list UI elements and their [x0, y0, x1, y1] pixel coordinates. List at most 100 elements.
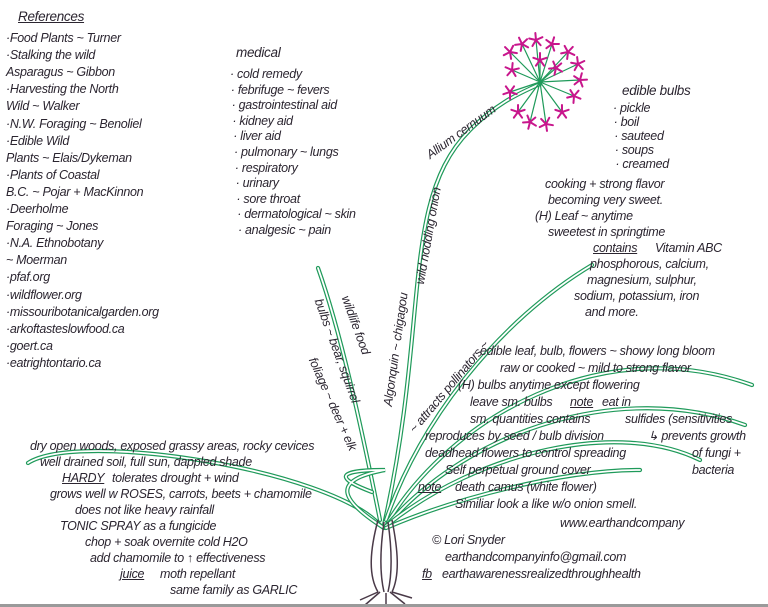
list-item: · pickle [613, 101, 651, 115]
list-item: ~ Moerman [6, 253, 67, 268]
warning-label: note [418, 480, 442, 494]
list-item: · liver aid [233, 129, 281, 144]
note-line: grows well w ROSES, carrots, beets + cha… [50, 487, 312, 501]
note-line: reproduces by seed / bulb division [425, 429, 604, 443]
floret [560, 44, 576, 60]
leaf-blade [317, 267, 381, 521]
note-line: (H) Leaf ~ anytime [535, 209, 633, 223]
pedicel [539, 67, 557, 83]
list-item: · respiratory [234, 160, 298, 175]
floret [554, 104, 570, 119]
floret [528, 32, 544, 48]
pedicel [539, 43, 553, 83]
list-item: · sauteed [614, 129, 664, 143]
note-line: leave sm. bulbs [470, 395, 553, 409]
floret [532, 52, 548, 67]
pedicel [539, 81, 563, 113]
pedicel [539, 81, 575, 97]
note-line: edible leaf, bulb, flowers ~ showy long … [480, 344, 715, 358]
list-item: · sore throat [236, 191, 300, 206]
list-item: Plants ~ Elais/Dykeman [6, 150, 132, 165]
edible-bulbs-title: edible bulbs [622, 83, 691, 98]
pedicel [521, 43, 541, 83]
leaf-blade [387, 367, 753, 523]
note-line: (H) bulbs anytime except flowering [458, 378, 640, 392]
list-item: · dermatological ~ skin [237, 207, 356, 222]
list-item: B.C. ~ Pojar + MacKinnon [6, 184, 144, 199]
floret [566, 89, 582, 104]
website-text: www.earthandcompany [560, 516, 685, 530]
note-line: dry open woods, exposed grassy areas, ro… [30, 439, 315, 453]
leaf-blade [385, 469, 641, 529]
list-item: ·N.W. Foraging ~ Benoliel [6, 116, 142, 131]
list-item: ·Deerholme [6, 202, 69, 216]
list-item: ·eatrightontario.ca [6, 355, 102, 370]
floret [545, 36, 560, 52]
list-item: Wild ~ Walker [6, 99, 80, 114]
note-line: HARDY [62, 471, 105, 485]
list-item: · creamed [615, 157, 669, 171]
note-line: of fungi + [692, 446, 741, 460]
note-line: eat in [602, 395, 631, 409]
note-line: Vitamin ABC [655, 241, 722, 255]
list-item: ·goert.ca [6, 338, 53, 353]
note-line: sweetest in springtime [548, 225, 666, 239]
note-line: Similiar look a like w/o onion smell. [455, 497, 638, 511]
pedicel [539, 51, 569, 83]
list-item: ·N.A. Ethnobotany [6, 236, 104, 251]
fb-handle: earthawarenessrealizedthroughhealth [442, 567, 641, 581]
note-line: same family as GARLIC [170, 583, 298, 597]
note-line: death camus (white flower) [455, 480, 597, 494]
list-item: ·missouribotanicalgarden.org [6, 304, 159, 319]
note-line: cooking + strong flavor [545, 177, 665, 191]
list-item: · gastrointestinal aid [231, 98, 338, 113]
list-item: Foraging ~ Jones [6, 219, 99, 234]
leaf-blade [385, 264, 593, 521]
leaf-blade [387, 407, 746, 525]
note-line: phosphorous, calcium, [590, 257, 709, 271]
note-line: chop + soak overnite cold H2O [85, 535, 248, 549]
bulb-roots [359, 519, 413, 606]
list-item: · cold remedy [230, 67, 302, 81]
note-line: does not like heavy rainfall [75, 503, 214, 517]
list-item: ·arkoftasteslowfood.ca [6, 321, 125, 336]
pedicel [517, 81, 541, 113]
pedicel [535, 39, 541, 83]
leaf-blade [345, 469, 386, 529]
note-line: moth repellant [160, 567, 236, 581]
pedicel [539, 79, 581, 83]
note-line: becoming very sweet. [548, 193, 663, 207]
list-item: · boil [613, 115, 640, 129]
floret [538, 116, 554, 132]
floret [573, 72, 588, 88]
floret [502, 85, 518, 100]
note-line: note [570, 395, 594, 409]
list-item: ·Food Plants ~ Turner [6, 31, 121, 45]
floret [514, 36, 530, 52]
note-line: TONIC SPRAY as a fungicide [60, 519, 217, 533]
fb-label: fb [422, 567, 432, 581]
floret [504, 62, 520, 78]
list-item: ·pfaf.org [6, 270, 50, 285]
list-item: ·Harvesting the North [6, 82, 119, 97]
note-line: well drained soil, full sun, dappled sha… [40, 455, 252, 469]
pedicel [539, 81, 547, 125]
note-line: tolerates drought + wind [112, 471, 239, 485]
list-item: · kidney aid [232, 113, 293, 128]
note-line: ↳ prevents growth [648, 429, 746, 443]
note-line: deadhead flowers to control spreading [425, 446, 626, 460]
note-line: juice [120, 567, 145, 581]
floret [502, 44, 518, 60]
leaf-blade [383, 83, 541, 526]
pedicel [511, 69, 541, 83]
note-line: sm. quantities contains [470, 412, 591, 426]
list-item: ·Plants of Coastal [6, 167, 100, 182]
note-line: raw or cooked ~ mild to strong flavor [500, 361, 691, 375]
pedicel [509, 81, 541, 93]
medical-title: medical [236, 45, 281, 60]
list-item: Asparagus ~ Gibbon [6, 65, 115, 80]
list-item: ·Edible Wild [6, 133, 69, 148]
list-item: · soups [614, 143, 654, 157]
note-line: magnesium, sulphur, [587, 273, 697, 287]
